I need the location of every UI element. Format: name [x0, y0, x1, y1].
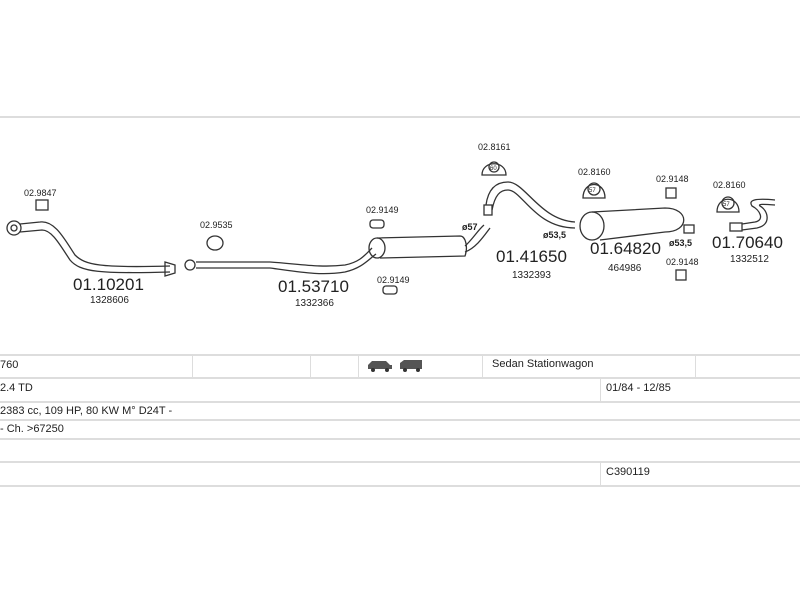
- clamp-size: 57: [589, 188, 596, 194]
- clamp-label: 02.9149: [377, 275, 410, 285]
- middle-muffler: [368, 181, 576, 259]
- front-pipe: [6, 220, 176, 277]
- clamp-label: 02.9149: [366, 205, 399, 215]
- clamp-icon: 57: [582, 182, 606, 199]
- hanger-icon: [665, 187, 677, 199]
- row-divider: [0, 401, 800, 403]
- row-divider: [0, 419, 800, 421]
- clamp-label: 02.9847: [24, 188, 57, 198]
- clamp-label: 02.9535: [200, 220, 233, 230]
- diameter-label: ø57: [462, 222, 478, 232]
- col-divider: [358, 356, 359, 377]
- part-number: 01.64820: [590, 239, 661, 258]
- gasket-icon: [206, 235, 224, 251]
- specs-cell: 2383 cc, 109 HP, 80 KW M° D24T -: [0, 405, 173, 417]
- body-types: Sedan Stationwagon: [492, 358, 594, 370]
- top-divider: [0, 116, 800, 118]
- part-number: 01.10201: [73, 275, 144, 294]
- part-number: 01.53710: [278, 277, 349, 296]
- hanger-icon: [382, 285, 398, 295]
- col-divider: [310, 356, 311, 377]
- part-ref: 1332366: [295, 298, 334, 309]
- part-ref: 1328606: [90, 295, 129, 306]
- diameter-label: ø53,5: [669, 238, 692, 248]
- tail-pipe: [729, 198, 776, 232]
- exhaust-diagram: 02.9847 01.10201 1328606 02.9535 01.5371…: [6, 142, 783, 309]
- engine-cell: 2.4 TD: [0, 382, 33, 394]
- col-divider: [695, 356, 696, 377]
- row-divider: [0, 485, 800, 487]
- hanger-icon: [369, 219, 385, 229]
- clamp-label: 02.9148: [656, 174, 689, 184]
- clamp-size: 60: [490, 166, 497, 172]
- clamp-label: 02.8160: [578, 167, 611, 177]
- row-divider: [0, 461, 800, 463]
- clamp-size: 57: [723, 202, 730, 208]
- part-ref: 1332393: [512, 270, 551, 281]
- clamp-icon: 57: [716, 196, 740, 213]
- diameter-label: ø53,5: [543, 230, 566, 240]
- col-divider: [600, 379, 601, 401]
- row-divider: [0, 438, 800, 440]
- row-divider: [0, 354, 800, 356]
- car-body-icons: [366, 358, 426, 375]
- clamp-icon: [35, 199, 49, 211]
- part-ref: 1332512: [730, 254, 769, 265]
- clamp-label: 02.8161: [478, 142, 511, 152]
- col-divider: [482, 356, 483, 377]
- intermediate-pipe: [184, 247, 377, 275]
- chassis-cell: - Ch. >67250: [0, 423, 64, 435]
- part-number: 01.41650: [496, 247, 567, 266]
- code-cell: C390119: [606, 466, 650, 478]
- hanger-icon: [675, 269, 687, 281]
- years-cell: 01/84 - 12/85: [606, 382, 671, 394]
- col-divider: [192, 356, 193, 377]
- col-divider: [600, 463, 601, 485]
- row-divider: [0, 377, 800, 379]
- part-ref: 464986: [608, 263, 642, 274]
- clamp-icon: 60: [481, 161, 507, 176]
- clamp-label: 02.9148: [666, 257, 699, 267]
- rear-muffler: [579, 207, 695, 241]
- part-number: 01.70640: [712, 233, 783, 252]
- model-cell: 760: [0, 359, 19, 371]
- clamp-label: 02.8160: [713, 180, 746, 190]
